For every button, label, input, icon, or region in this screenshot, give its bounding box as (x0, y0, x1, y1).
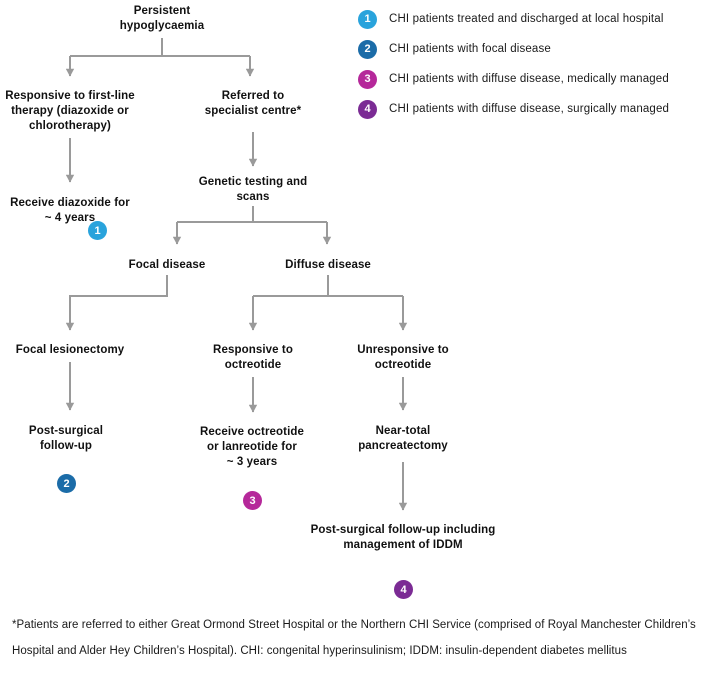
connector-focal-to-lesionectomy (65, 275, 168, 331)
node-receive-octreotide: Receive octreotide or lanreotide for ~ 3… (199, 426, 305, 468)
footnote: *Patients are referred to either Great O… (12, 619, 696, 657)
legend-badge-4: 4 (358, 99, 377, 119)
legend-badge-1: 1 (358, 9, 377, 29)
node-near-total-pancreatectomy: Near-total pancreatectomy (358, 425, 448, 452)
node-diffuse-disease: Diffuse disease (285, 259, 371, 271)
legend-badge-2: 2 (358, 39, 377, 59)
legend-row-1: 1 CHI patients treated and discharged at… (358, 4, 703, 34)
node-receive-diazoxide: Receive diazoxide for ~ 4 years (10, 197, 130, 224)
node-responsive-first-line: Responsive to first-line therapy (diazox… (5, 90, 135, 132)
node-focal-lesionectomy: Focal lesionectomy (15, 344, 125, 356)
node-focal-disease: Focal disease (128, 259, 206, 271)
chart-badge-2: 2 (57, 474, 76, 493)
chart-badge-3: 3 (243, 491, 262, 510)
chart-badge-1: 1 (88, 221, 107, 240)
chart-badge-4: 4 (394, 580, 413, 599)
legend-row-3: 3 CHI patients with diffuse disease, med… (358, 64, 703, 94)
legend-label-2: CHI patients with focal disease (389, 43, 551, 55)
node-responsive-octreotide: Responsive to octreotide (213, 344, 293, 371)
node-genetic-testing: Genetic testing and scans (198, 176, 308, 203)
legend-label-3: CHI patients with diffuse disease, medic… (389, 73, 669, 85)
legend: 1 CHI patients treated and discharged at… (358, 4, 703, 124)
legend-label-4: CHI patients with diffuse disease, surgi… (389, 103, 670, 115)
legend-row-4: 4 CHI patients with diffuse disease, sur… (358, 94, 703, 124)
node-referred-specialist: Referred to specialist centre* (204, 90, 302, 117)
legend-badge-3: 3 (358, 69, 377, 89)
node-unresponsive-octreotide: Unresponsive to octreotide (357, 344, 449, 371)
legend-row-2: 2 CHI patients with focal disease (358, 34, 703, 64)
node-post-surgical-follow-up: Post-surgical follow-up (28, 425, 104, 452)
legend-label-1: CHI patients treated and discharged at l… (389, 13, 664, 25)
node-persistent-hypoglycaemia: Persistent hypoglycaemia (119, 5, 205, 32)
node-post-surgical-iddm: Post-surgical follow-up including manage… (310, 524, 496, 551)
